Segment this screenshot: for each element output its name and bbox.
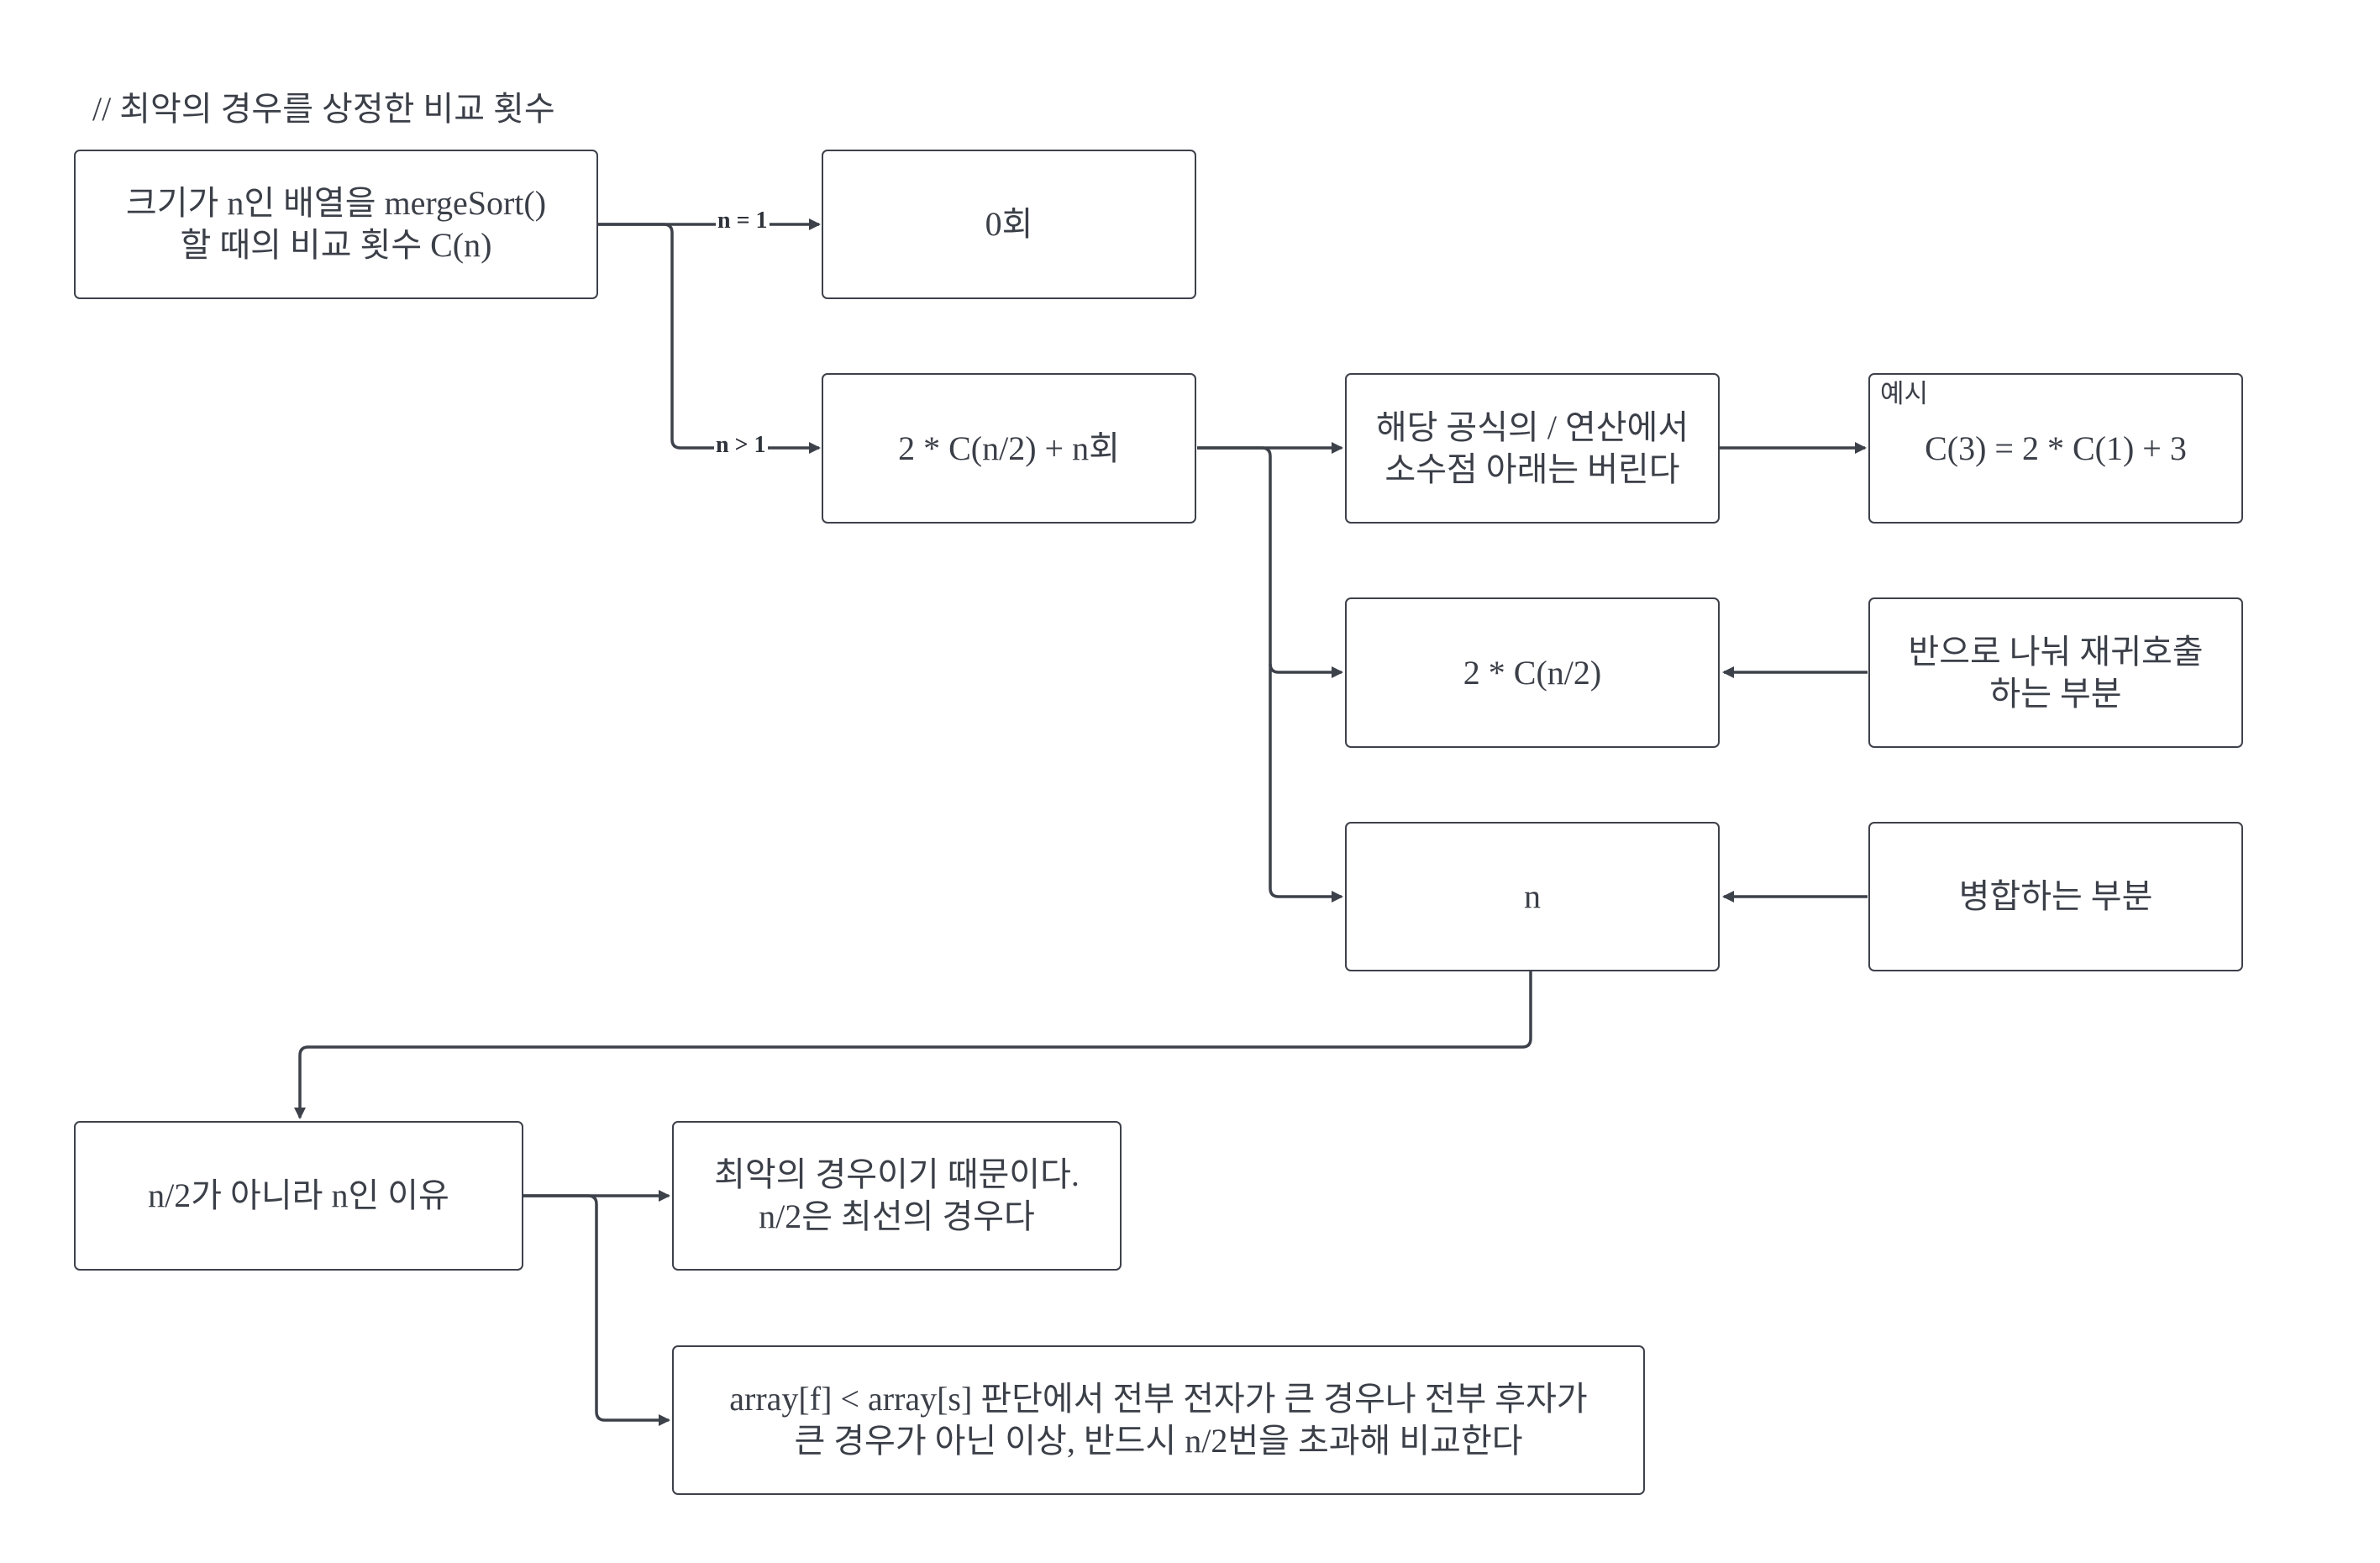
floor-note-node: 해당 공식의 / 연산에서 소수점 아래는 버린다 [1345, 373, 1720, 524]
example-label: 예시 [1880, 379, 1929, 408]
example-node: C(3) = 2 * C(1) + 3 [1868, 373, 2243, 524]
edge-recurrence-to-n-part [1269, 664, 1343, 903]
worst-case-node: 최악의 경우이기 때문이다. n/2은 최선의 경우다 [672, 1121, 1122, 1271]
example-node-text: C(3) = 2 * C(1) + 3 [1925, 429, 2187, 467]
floor-note-node-text: 해당 공식의 / 연산에서 소수점 아래는 버린다 [1375, 408, 1689, 488]
recurrence-node: 2 * C(n/2) + n회 [822, 373, 1196, 524]
edge-label-n-eq-1: n = 1 [716, 208, 770, 234]
n-part-node-text: n [1524, 877, 1541, 915]
root-node-text: 크기가 n인 배열을 mergeSort() 할 때의 비교 횟수 C(n) [125, 184, 547, 264]
merge-desc-node-text: 병합하는 부분 [1958, 877, 2153, 915]
half-part-node: 2 * C(n/2) [1345, 597, 1720, 748]
half-part-node-text: 2 * C(n/2) [1463, 653, 1602, 692]
edge-n-part-to-why [294, 971, 1532, 1119]
n-part-node: n [1345, 822, 1720, 971]
root-node: 크기가 n인 배열을 mergeSort() 할 때의 비교 횟수 C(n) [74, 150, 598, 299]
explanation-node-text: array[f] < array[s] 판단에서 전부 전자가 큰 경우나 전부… [729, 1380, 1588, 1460]
merge-desc-node: 병합하는 부분 [1868, 822, 2243, 971]
why-node-text: n/2가 아니라 n인 이유 [148, 1176, 449, 1214]
zero-node: 0회 [822, 150, 1196, 299]
half-desc-node-text: 반으로 나눠 재귀호출 하는 부분 [1908, 632, 2204, 713]
explanation-node: array[f] < array[s] 판단에서 전부 전자가 큰 경우나 전부… [672, 1345, 1645, 1495]
edge-label-n-gt-1: n > 1 [714, 432, 768, 459]
recurrence-node-text: 2 * C(n/2) + n회 [898, 429, 1120, 467]
edge-root-to-recurrence [598, 223, 821, 454]
edge-why-to-explanation [523, 1194, 670, 1426]
why-node: n/2가 아니라 n인 이유 [74, 1121, 523, 1271]
edge-recurrence-to-half-part [1197, 446, 1343, 678]
zero-node-text: 0회 [985, 205, 1033, 243]
diagram-title: // 최악의 경우를 상정한 비교 횟수 [92, 90, 555, 128]
worst-case-node-text: 최악의 경우이기 때문이다. n/2은 최선의 경우다 [714, 1155, 1080, 1235]
half-desc-node: 반으로 나눠 재귀호출 하는 부분 [1868, 597, 2243, 748]
